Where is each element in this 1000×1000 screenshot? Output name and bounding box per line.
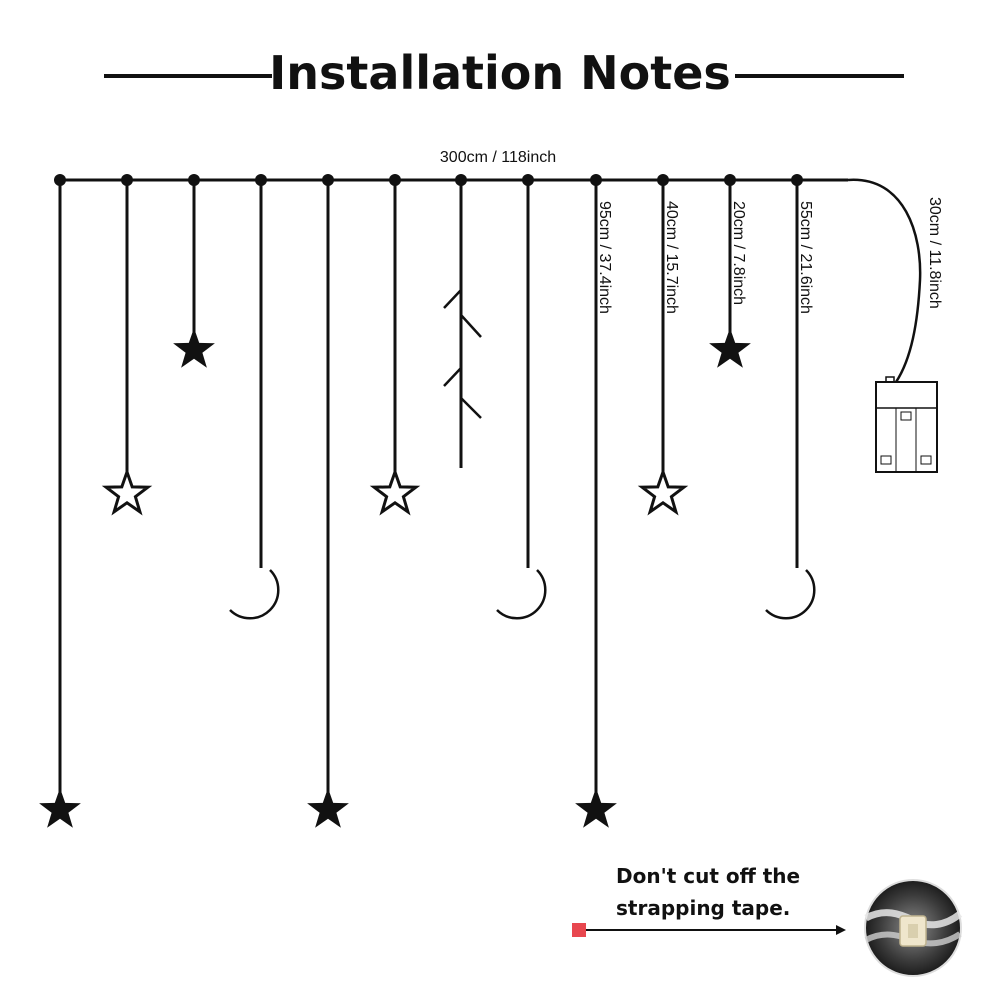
marker-square [572,923,586,937]
drop-moon-label: 55cm / 21.6inch [797,201,814,314]
strand-9 [575,174,617,828]
strand-10 [640,174,686,514]
filled-star-icon [173,328,215,368]
note-line-1: Don't cut off the [616,864,801,888]
crescent-moon-icon [228,568,280,620]
crescent-moon-icon [495,568,547,620]
strand-6 [372,174,418,514]
strand-4 [228,174,280,620]
strand-3 [173,174,215,368]
title-rule-left [104,74,272,78]
outline-star-icon [640,470,686,514]
note-arrow [572,923,846,937]
filled-star-icon [575,788,617,828]
lead-wire [847,178,922,386]
outline-star-icon [372,470,418,514]
note-text: Don't cut off the strapping tape. [616,860,856,924]
battery-box-icon [875,376,938,473]
filled-star-icon [709,328,751,368]
strand-1 [39,174,81,828]
drop-top-label: 20cm / 7.8inch [730,201,747,305]
crescent-moon-icon [764,568,816,620]
strand-12 [764,174,816,620]
drop-short-label: 40cm / 15.7inch [663,201,680,314]
outline-star-icon [104,470,150,514]
strand-5 [307,174,349,828]
total-width-label: 300cm / 118inch [440,149,556,166]
strand-11 [709,174,751,368]
filled-star-icon [39,788,81,828]
strand-7-branch [443,174,482,468]
strand-2 [104,174,150,514]
strapping-tape-photo [864,879,963,977]
title-rule-right [735,74,904,78]
strand-8 [495,174,547,620]
filled-star-icon [307,788,349,828]
note-line-2: strapping tape. [616,896,791,920]
lead-wire-label: 30cm / 11.8inch [926,197,943,309]
page-title: Installation Notes [269,46,731,100]
drop-long-label: 95cm / 37.4inch [596,201,613,314]
